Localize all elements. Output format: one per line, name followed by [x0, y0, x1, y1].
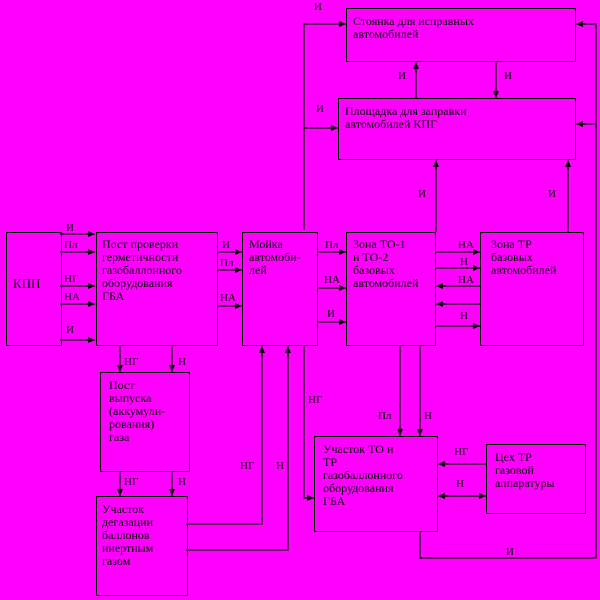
edge-label: НА [324, 274, 340, 286]
edge-label: Н [276, 460, 284, 472]
edge-label: И [418, 188, 426, 200]
gas-release-box: Пост выпуска (аккумули- рования) газа [100, 372, 190, 472]
degas-label: Участок дегазации баллонов инертным газо… [102, 502, 154, 568]
tr-shop-box: Цех ТР газовой аппаратуры [486, 444, 586, 514]
wash-label: Мойка автомоби- лей [249, 237, 301, 277]
parking-box: Стоянка для исправных автомобилей [346, 8, 576, 62]
edge-label: НА [458, 274, 474, 286]
arrow-right-bus-parking [576, 21, 597, 558]
check-post-label: Пост проверки герметичности газобаллонно… [102, 237, 182, 303]
edge-label: НА [64, 291, 80, 303]
edge-label: Пл [378, 410, 392, 422]
edge-label: И [314, 1, 322, 13]
edge-label: НГ [240, 460, 255, 472]
to-zone-label: Зона ТО-1 и ТО-2 базовых автомобилей [353, 237, 419, 290]
edge-label: Н [424, 410, 432, 422]
parking-label: Стоянка для исправных автомобилей [353, 14, 474, 41]
kpp-box: КПП [6, 232, 62, 346]
edge-label: НГ [124, 356, 139, 368]
edge-label: И [66, 324, 74, 336]
edge-label: Н [178, 476, 186, 488]
edge-label: И [316, 103, 324, 115]
edge-label: Н [456, 478, 464, 490]
gba-area-box: Участок ТО и ТР газобаллонного оборудова… [314, 436, 438, 532]
edge-label: И [222, 239, 230, 251]
edge-label: НА [220, 292, 236, 304]
gas-release-label: Пост выпуска (аккумули- рования) газа [109, 378, 166, 444]
edge-label: НА [458, 239, 474, 251]
edge-label: И [327, 308, 335, 320]
edge-label: Пл [325, 239, 339, 251]
arrow-gba-right-bus [419, 532, 596, 559]
edge-label: НГ [124, 476, 139, 488]
edge-label: Н [460, 256, 468, 268]
edge-label: И [504, 70, 512, 82]
kpp-label: КПП [13, 276, 41, 291]
edge-label: И [66, 222, 74, 234]
edge-label: И [398, 70, 406, 82]
edge-label: Пл [220, 257, 234, 269]
tr-shop-label: Цех ТР газовой аппаратуры [495, 450, 555, 490]
refuel-box: Площадка для заправки автомобилей КПГ [338, 98, 576, 160]
arrow-wash-gba [303, 346, 314, 501]
edge-label: Н [460, 310, 468, 322]
edge-label: НГ [454, 446, 469, 458]
edge-label: Пл [64, 239, 78, 251]
to-zone-box: Зона ТО-1 и ТО-2 базовых автомобилей [346, 232, 436, 346]
edge-label: И [548, 188, 556, 200]
edge-label: Н [178, 356, 186, 368]
edge-label: НГ [64, 273, 79, 285]
check-post-box: Пост проверки герметичности газобаллонно… [96, 232, 218, 346]
arrow-degas-wash-2 [186, 346, 291, 551]
tr-zone-label: Зона ТР базовых автомобилей [491, 237, 557, 277]
edge-label: И [506, 546, 514, 558]
arrow-wash-parking [303, 21, 346, 230]
tr-zone-box: Зона ТР базовых автомобилей [480, 232, 584, 346]
wash-box: Мойка автомоби- лей [242, 232, 318, 346]
gba-area-label: Участок ТО и ТР газобаллонного оборудова… [323, 442, 403, 508]
degas-box: Участок дегазации баллонов инертным газо… [96, 496, 188, 596]
edge-label: НГ [308, 394, 323, 406]
refuel-label: Площадка для заправки автомобилей КПГ [345, 104, 467, 131]
arrow-degas-wash-1 [186, 346, 265, 525]
